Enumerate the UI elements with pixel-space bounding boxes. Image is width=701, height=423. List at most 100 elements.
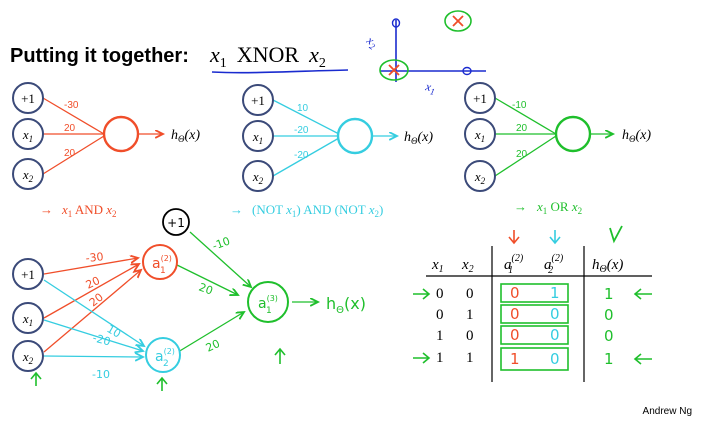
header-h: hΘ(x) [592, 257, 623, 275]
net-bias-node [12, 258, 44, 290]
output-unit [247, 281, 289, 323]
title-x1: x [209, 42, 220, 67]
header-x2: x2 [461, 257, 474, 275]
net-green-w0: -10 [211, 234, 232, 252]
svg-text:a(2)1: a(2)1 [152, 254, 172, 276]
and-x1-node [12, 118, 44, 150]
row-arrow-right-1 [633, 288, 652, 300]
title-x2: x [308, 42, 319, 67]
net-red-w2: 20 [87, 291, 106, 310]
svg-text:1: 1 [436, 350, 444, 366]
header-a2: a(2)2 [544, 253, 564, 276]
row-arrow-left-2 [413, 352, 431, 364]
nand-output: hΘ(x) [404, 130, 433, 146]
nand-edges [272, 99, 397, 177]
svg-text:0: 0 [466, 328, 474, 344]
nand-weight-x1: -20 [294, 125, 309, 136]
or-caption-arrow: → [514, 199, 527, 214]
svg-text:0: 0 [466, 286, 474, 302]
nand-unit: +1 x1 x2 10 -20 -20 hΘ(x) → (NOT x1) AND… [230, 84, 433, 219]
or-output: hΘ(x) [622, 128, 651, 144]
mini-x-sub: 1 [429, 86, 435, 97]
hidden-bias-node [162, 208, 190, 236]
or-weight-bias: -10 [512, 100, 527, 111]
and-caption: x1 AND x2 [61, 202, 117, 219]
nand-weight-x2: -20 [294, 150, 309, 161]
header-a1: a(2)1 [504, 253, 524, 276]
hidden-unit-a1 [142, 244, 178, 280]
network-edges [43, 231, 318, 357]
svg-text:0: 0 [604, 306, 614, 324]
title-op: XNOR [237, 42, 300, 67]
author-credit: Andrew Ng [643, 406, 692, 417]
svg-text:x2: x2 [22, 167, 34, 184]
and-bias-label: +1 [21, 91, 35, 106]
and-unit: +1 x1 x2 -30 20 20 hΘ(x) → x1 AND x2 [12, 82, 200, 219]
and-weight-x1: 20 [64, 123, 76, 134]
title-x1-sub: 1 [220, 56, 227, 71]
svg-text:x1: x1 [474, 127, 485, 144]
xnor-network: +1 x1 x2 a(2)1 a(2)2 +1 a(3)1 hΘ(x) -30 … [12, 208, 366, 391]
row-arrow-right-2 [633, 353, 652, 365]
table-header-row: x1 x2 a(2)1 a(2)2 hΘ(x) [431, 253, 623, 276]
svg-text:0: 0 [550, 350, 560, 368]
table-row: 0 0 0 1 1 [436, 283, 614, 303]
and-output: hΘ(x) [171, 128, 200, 144]
or-neuron [554, 115, 592, 153]
or-unit: +1 x1 x2 -10 20 20 hΘ(x) → x1 OR x2 [464, 82, 651, 216]
svg-text:0: 0 [510, 305, 520, 323]
row-arrow-left-1 [413, 288, 431, 300]
table-header-marks [508, 225, 623, 245]
and-x2-node [12, 158, 44, 190]
nand-x2-node [242, 160, 274, 192]
and-caption-arrow: → [40, 202, 53, 217]
or-weight-x1: 20 [516, 123, 528, 134]
net-cyan-w0: 10 [105, 322, 124, 340]
svg-text:x1: x1 [22, 127, 33, 144]
svg-text:1: 1 [436, 328, 444, 344]
svg-text:x2: x2 [362, 32, 380, 52]
mini-o-top [391, 18, 401, 28]
hidden-bias-label: +1 [167, 216, 185, 230]
net-hidden-arrow [156, 376, 168, 391]
and-edges [42, 97, 163, 175]
or-x1-node [464, 118, 496, 150]
nand-weight-bias: 10 [297, 103, 309, 114]
network-output: hΘ(x) [326, 294, 366, 316]
or-caption: x1 OR x2 [536, 199, 582, 216]
net-cyan-w2: -10 [92, 368, 110, 381]
and-bias-node [12, 82, 44, 114]
svg-text:0: 0 [510, 326, 520, 344]
table-row: 1 1 1 0 1 [436, 347, 614, 371]
or-x2-node [464, 160, 496, 192]
svg-text:1: 1 [604, 285, 614, 303]
mini-o-right [462, 66, 472, 76]
net-x1-node [12, 302, 44, 334]
svg-text:0: 0 [436, 286, 444, 302]
svg-text:x2: x2 [22, 349, 34, 366]
net-input-arrow-1 [30, 371, 42, 386]
table-row: 0 1 0 0 0 [436, 304, 614, 324]
mini-x-origin [379, 59, 409, 81]
svg-text:1: 1 [466, 350, 474, 366]
svg-text:a(2)2: a(2)2 [155, 347, 175, 369]
table-row: 1 0 0 0 0 [436, 325, 614, 345]
and-weight-x2: 20 [64, 148, 76, 159]
mini-x-label: x [423, 79, 433, 94]
svg-text:0: 0 [436, 307, 444, 323]
svg-text:1: 1 [466, 307, 474, 323]
nand-caption-arrow: → [230, 202, 243, 217]
svg-text:x1: x1 [423, 79, 437, 97]
net-red-w0: -30 [85, 250, 104, 265]
net-cyan-w1: -20 [91, 331, 112, 348]
mini-plot: x2 x1 [362, 10, 486, 97]
svg-text:0: 0 [604, 327, 614, 345]
svg-text:a(3)1: a(3)1 [258, 294, 278, 316]
svg-text:0: 0 [550, 305, 560, 323]
nand-bias-node [242, 84, 274, 116]
title-underline [211, 69, 349, 74]
svg-text:x1: x1 [22, 311, 33, 328]
nand-bias-label: +1 [251, 93, 265, 108]
